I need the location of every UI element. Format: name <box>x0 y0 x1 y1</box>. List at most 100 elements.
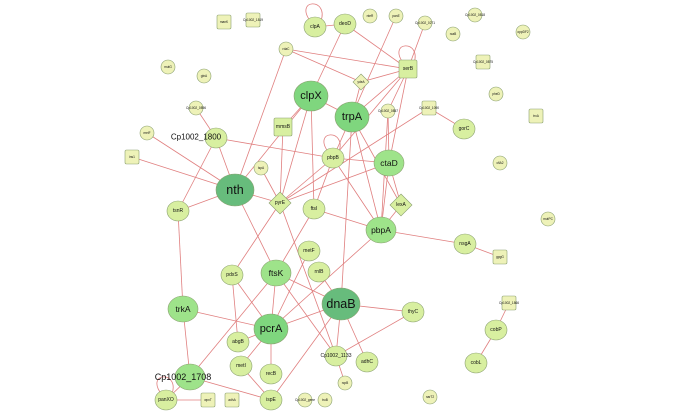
node-clpA[interactable]: clpA <box>303 16 327 38</box>
node-c0896[interactable]: Cp1002_0896 <box>186 100 206 116</box>
node-c1800[interactable]: Cp1002_1800 <box>171 127 228 149</box>
node-circle-shape <box>259 389 283 411</box>
node-circle-shape <box>259 363 283 385</box>
node-deoD[interactable]: deoD <box>333 13 357 35</box>
node-rcaB[interactable]: rcaB <box>445 26 461 42</box>
node-trpA[interactable]: trpA <box>334 101 370 133</box>
node-adhC[interactable]: adhC <box>355 351 379 373</box>
node-lspA[interactable]: lspA <box>253 160 269 176</box>
node-circle-shape <box>196 68 212 84</box>
node-ins1[interactable]: ins1 <box>124 149 140 165</box>
node-adhA[interactable]: adhA <box>224 392 240 408</box>
node-pbpA[interactable]: pbpA <box>365 216 397 244</box>
node-pdxS[interactable]: pdxS <box>220 264 244 286</box>
edge-pyrE-ctaD <box>279 162 390 204</box>
node-metI[interactable]: metI <box>229 355 253 377</box>
node-label: oppDF2 <box>517 30 529 34</box>
node-metF[interactable]: metF <box>297 240 321 262</box>
node-gorC[interactable]: gorC <box>452 118 476 140</box>
node-trxA[interactable]: trxA <box>528 108 544 124</box>
node-ydeA[interactable]: ydeA <box>352 73 370 91</box>
edge-clpX-pyrE <box>279 95 312 204</box>
edge-ftsK-c1708 <box>189 272 277 378</box>
node-nth[interactable]: nth <box>215 173 255 207</box>
node-truB[interactable]: truB <box>317 392 333 408</box>
node-ispE[interactable]: ispE <box>259 389 283 411</box>
node-c0875[interactable]: Cp1002_0875 <box>473 54 493 70</box>
node-serB[interactable]: serB <box>398 59 418 79</box>
edge-panXO-panXO <box>156 376 174 396</box>
node-c1133[interactable]: Cp1002_1133 <box>320 345 352 367</box>
node-circle-shape <box>401 301 425 323</box>
node-label: pheD <box>492 92 500 96</box>
node-cgene[interactable]: Cp1002_gene <box>295 392 315 408</box>
node-mmsB[interactable]: mmsB <box>273 117 293 137</box>
node-circle-shape <box>302 198 326 220</box>
node-nsgA[interactable]: nsgA <box>453 233 477 255</box>
node-c1866[interactable]: Cp1002_1866 <box>499 295 519 311</box>
edge-c1800-tsnR <box>177 137 217 212</box>
node-ftsK[interactable]: ftsK <box>260 259 292 287</box>
node-label: metI <box>236 363 246 369</box>
node-square-shape <box>398 59 418 79</box>
node-label: abgB <box>232 339 244 345</box>
node-circle-shape <box>321 147 345 169</box>
node-circle-shape <box>445 26 461 42</box>
node-square-shape <box>528 108 544 124</box>
node-panXO[interactable]: panXO <box>154 389 178 411</box>
node-lexA[interactable]: lexA <box>389 193 413 217</box>
node-cobP[interactable]: cobP <box>484 319 508 341</box>
node-clpX[interactable]: clpX <box>293 80 329 112</box>
edge-clpX-ftsI <box>310 95 315 210</box>
node-c0818[interactable]: Cp1002_0818 <box>465 7 485 23</box>
node-tsnR[interactable]: tsnR <box>166 200 190 222</box>
node-circle-shape <box>373 149 405 177</box>
node-cfiA2[interactable]: cfiA2 <box>492 155 508 171</box>
node-recB[interactable]: recB <box>259 363 283 385</box>
node-gpgG[interactable]: gpgG <box>492 249 508 265</box>
node-c0271[interactable]: Cp1002_0271 <box>415 15 435 31</box>
node-c1708[interactable]: Cp1002_1708 <box>155 363 212 391</box>
node-pcrA[interactable]: pcrA <box>253 313 289 345</box>
node-label: cobL <box>471 360 482 366</box>
node-pyrE[interactable]: pyrE <box>268 191 292 215</box>
node-label: gpgG <box>496 255 504 259</box>
node-label: adhC <box>361 359 373 365</box>
node-label: nteR <box>367 14 374 18</box>
node-abgB[interactable]: abgB <box>226 331 250 353</box>
node-glnA[interactable]: glnA <box>196 68 212 84</box>
node-mutPC[interactable]: mutPC <box>540 211 556 227</box>
node-square-shape <box>492 249 508 265</box>
node-label: rdaC <box>283 47 291 51</box>
node-c1090[interactable]: Cp1002_1090 <box>419 100 439 116</box>
node-panE[interactable]: panE <box>388 8 404 24</box>
node-pbpB[interactable]: pbpB <box>321 147 345 169</box>
node-c1819[interactable]: Cp1002_1819 <box>243 12 263 28</box>
node-circle-shape <box>321 287 361 321</box>
node-circle-shape <box>220 264 244 286</box>
node-label: trkA <box>175 304 190 314</box>
node-oppDF2[interactable]: oppDF2 <box>515 24 531 40</box>
node-label: serB <box>403 66 414 72</box>
node-rcpB[interactable]: rcpB <box>337 375 353 391</box>
edge-ftsK-c1133 <box>275 272 337 357</box>
node-wpxT[interactable]: wpxT <box>200 392 216 408</box>
node-mutG[interactable]: mutG <box>160 59 176 75</box>
node-circle-shape <box>324 345 348 367</box>
node-square-shape <box>124 149 140 165</box>
node-melF[interactable]: melF <box>139 125 155 141</box>
node-label: tsnR <box>173 208 184 214</box>
node-pheD[interactable]: pheD <box>488 86 504 102</box>
node-rnlB[interactable]: rnlB <box>307 261 331 283</box>
node-c0857[interactable]: Cp1002_0857 <box>378 103 398 119</box>
node-ftsI[interactable]: ftsI <box>302 198 326 220</box>
node-thyC[interactable]: thyC <box>401 301 425 323</box>
node-trkA[interactable]: trkA <box>167 295 199 323</box>
node-ctaD[interactable]: ctaD <box>373 149 405 177</box>
node-manK[interactable]: manK <box>216 14 232 30</box>
node-rdaC[interactable]: rdaC <box>278 41 294 57</box>
node-dnaB[interactable]: dnaB <box>321 287 361 321</box>
node-cobL[interactable]: cobL <box>464 352 488 374</box>
node-narT2[interactable]: narT2 <box>422 389 438 405</box>
node-nteR[interactable]: nteR <box>362 8 378 24</box>
